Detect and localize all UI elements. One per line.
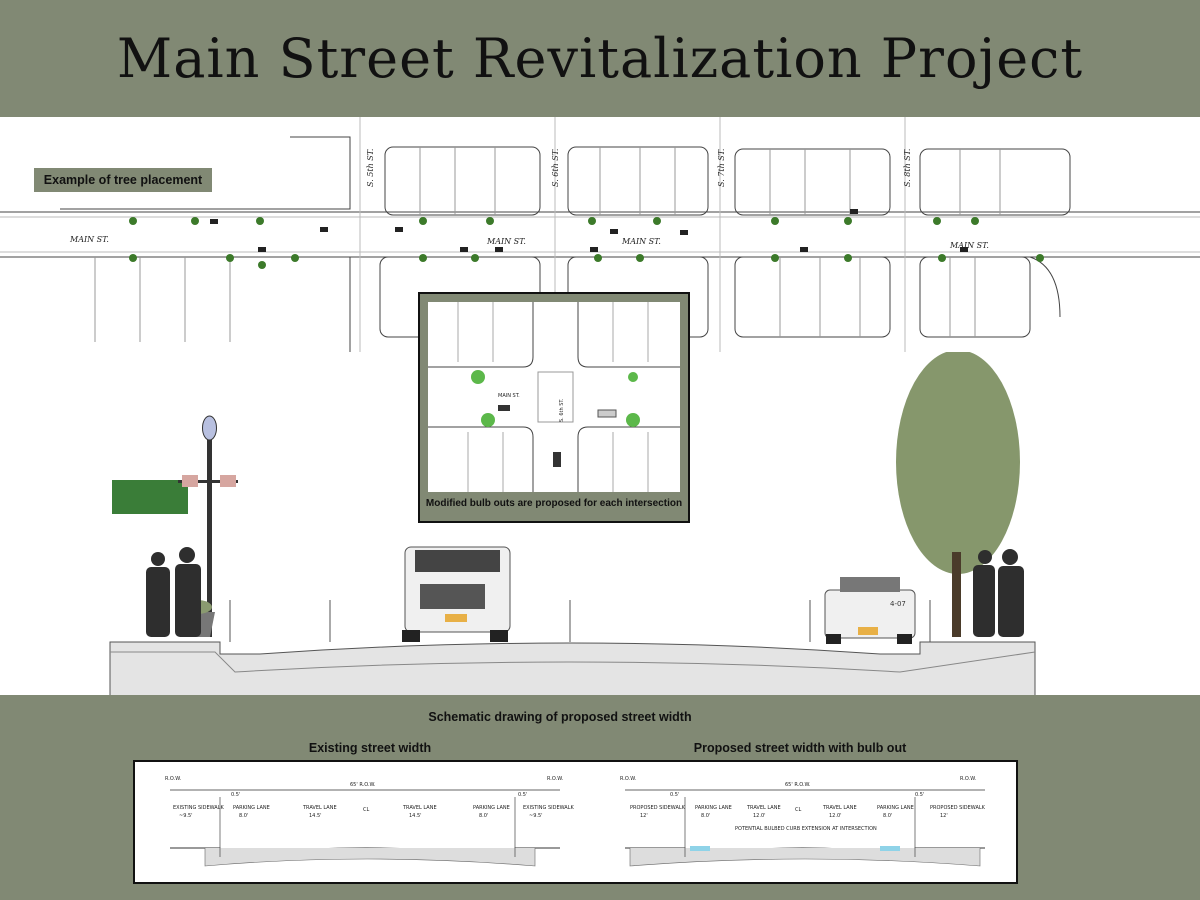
header-banner: Main Street Revitalization Project — [0, 0, 1200, 117]
existing-seg-5-width: ~9.5' — [529, 813, 543, 819]
existing-offset-left: 0.5' — [231, 792, 240, 798]
tree-illustration — [896, 350, 1020, 637]
existing-width-title: Existing street width — [308, 741, 432, 755]
existing-seg-1-width: 8.0' — [239, 813, 248, 819]
pickup-truck-rear: 4-07 — [824, 577, 916, 644]
existing-seg-2-label: TRAVEL LANE — [302, 805, 337, 811]
proposed-seg-5-label: PROPOSED SIDEWALK — [930, 805, 986, 811]
existing-total: 65' R.O.W. — [350, 782, 376, 788]
inset-6th-st-label: S. 6th ST. — [559, 398, 565, 422]
truck-plate: 4-07 — [890, 600, 906, 608]
tree-placement-tag: Example of tree placement — [34, 168, 212, 192]
site-plan-drawing: S. 5th ST. S. 6th ST. S. 7th ST. S. 8th … — [0, 117, 1200, 353]
proposed-seg-1-label: PARKING LANE — [695, 805, 732, 811]
existing-row-right: R.O.W. — [547, 776, 564, 782]
proposed-section: R.O.W. R.O.W. 65' R.O.W. 0.5' 0.5' PROPO… — [620, 776, 986, 867]
street-elevation-drawing: 4-07 — [109, 350, 1036, 697]
street-label-6th: S. 6th ST. — [551, 149, 560, 187]
bulb-out-left — [690, 846, 710, 851]
street-label-5th: S. 5th ST. — [366, 149, 375, 187]
people-left — [146, 547, 201, 637]
bulb-out-detail: MAIN ST. S. 6th ST. — [428, 302, 680, 492]
proposed-seg-3-label: TRAVEL LANE — [822, 805, 857, 811]
existing-seg-4-width: 8.0' — [479, 813, 488, 819]
page-title: Main Street Revitalization Project — [116, 27, 1084, 90]
width-comparison-drawing: R.O.W. R.O.W. 65' R.O.W. 0.5' 0.5' EXIST… — [165, 776, 986, 867]
existing-row-left: R.O.W. — [165, 776, 182, 782]
existing-section: R.O.W. R.O.W. 65' R.O.W. 0.5' 0.5' EXIST… — [165, 776, 575, 867]
proposed-seg-2-label: TRAVEL LANE — [746, 805, 781, 811]
proposed-seg-0-label: PROPOSED SIDEWALK — [630, 805, 686, 811]
existing-seg-0-label: EXISTING SIDEWALK — [173, 805, 225, 811]
proposed-row-left: R.O.W. — [620, 776, 637, 782]
proposed-cl: CL — [795, 807, 801, 813]
proposed-seg-4-label: PARKING LANE — [877, 805, 914, 811]
proposed-seg-1-width: 8.0' — [701, 813, 710, 819]
main-st-label-3: MAIN ST. — [621, 237, 661, 246]
bulb-out-inset: MAIN ST. S. 6th ST. Modified bulb outs a… — [418, 292, 690, 523]
existing-seg-3-width: 14.5' — [409, 813, 422, 819]
pickup-truck-front — [402, 546, 511, 642]
proposed-width-title: Proposed street width with bulb out — [693, 741, 907, 755]
street-label-8th: S. 8th ST. — [903, 149, 912, 187]
existing-seg-2-width: 14.5' — [309, 813, 322, 819]
main-st-label-2: MAIN ST. — [486, 237, 526, 246]
proposed-row-right: R.O.W. — [960, 776, 977, 782]
existing-offset-right: 0.5' — [518, 792, 527, 798]
existing-seg-0-width: ~9.5' — [179, 813, 193, 819]
street-label-7th: S. 7th ST. — [717, 149, 726, 187]
existing-seg-5-label: EXISTING SIDEWALK — [523, 805, 575, 811]
proposed-seg-3-width: 12.0' — [829, 813, 842, 819]
schematic-heading: Schematic drawing of proposed street wid… — [428, 710, 692, 724]
bulb-out-caption: Modified bulb outs are proposed for each… — [425, 498, 683, 509]
bulb-out-drawing: MAIN ST. S. 6th ST. — [428, 302, 680, 492]
proposed-seg-2-width: 12.0' — [753, 813, 766, 819]
existing-seg-1-label: PARKING LANE — [233, 805, 270, 811]
bulb-out-right — [880, 846, 900, 851]
main-st-label-4: MAIN ST. — [949, 241, 989, 250]
bulb-extension-note: POTENTIAL BULBED CURB EXTENSION AT INTER… — [735, 826, 877, 832]
proposed-seg-5-width: 12' — [940, 813, 948, 819]
proposed-total: 65' R.O.W. — [785, 782, 811, 788]
proposed-seg-0-width: 12' — [640, 813, 648, 819]
inset-main-st-label: MAIN ST. — [498, 393, 520, 399]
proposed-seg-4-width: 8.0' — [883, 813, 892, 819]
existing-seg-4-label: PARKING LANE — [473, 805, 510, 811]
proposed-offset-right: 0.5' — [915, 792, 924, 798]
proposed-offset-left: 0.5' — [670, 792, 679, 798]
awning-shape — [112, 480, 188, 514]
main-st-label-1: MAIN ST. — [69, 235, 109, 244]
people-right — [973, 549, 1024, 637]
existing-cl: CL — [363, 807, 369, 813]
width-comparison-box: R.O.W. R.O.W. 65' R.O.W. 0.5' 0.5' EXIST… — [133, 760, 1018, 884]
existing-seg-3-label: TRAVEL LANE — [402, 805, 437, 811]
